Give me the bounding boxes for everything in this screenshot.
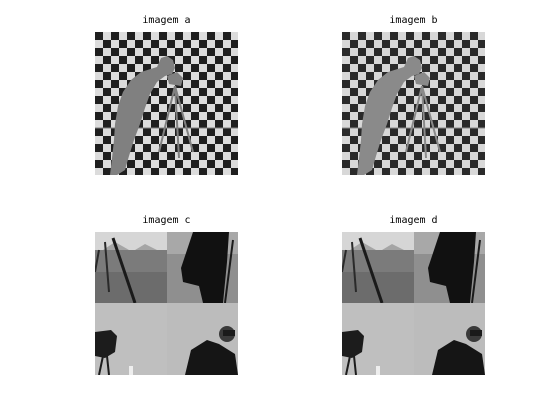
image-swapped-quadrants — [342, 232, 485, 375]
subject-silhouette — [357, 56, 422, 175]
swapped-image-c — [95, 232, 238, 375]
panel-imagem-c: imagem c — [95, 215, 238, 375]
swapped-image-d — [342, 232, 485, 375]
panel-imagem-d: imagem d — [342, 215, 485, 375]
checker-image-b — [342, 32, 485, 175]
panel-title: imagem b — [389, 15, 438, 26]
panel-title: imagem a — [142, 15, 191, 26]
checker-image-a — [95, 32, 238, 175]
image-swapped-quadrants — [95, 232, 238, 375]
panel-imagem-a: imagem a — [95, 15, 238, 175]
panel-title: imagem d — [389, 215, 438, 226]
panel-title: imagem c — [142, 215, 191, 226]
subject-silhouette — [110, 56, 175, 175]
image-checker-cameraman — [95, 32, 238, 175]
panel-imagem-b: imagem b — [342, 15, 485, 175]
image-checker-cameraman — [342, 32, 485, 175]
